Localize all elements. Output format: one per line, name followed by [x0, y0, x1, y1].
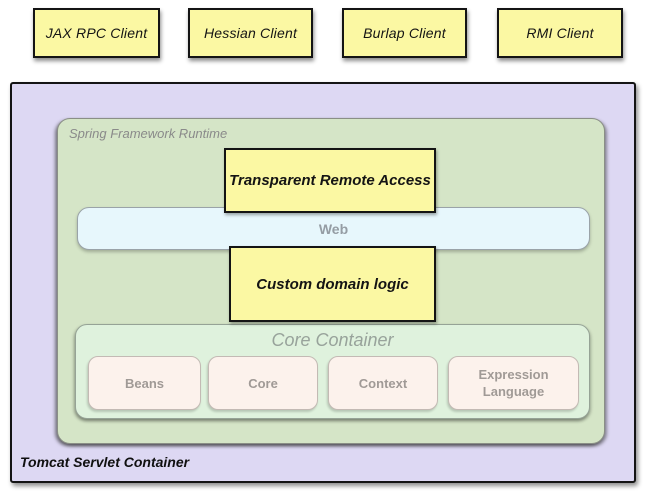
module-beans: Beans [88, 356, 201, 410]
client-label: RMI Client [526, 25, 593, 41]
client-box-burlap: Burlap Client [342, 8, 467, 58]
module-label: Core [248, 375, 278, 392]
module-label: Context [359, 375, 407, 392]
core-container: Core Container Beans Core Context Expres… [75, 324, 590, 419]
client-box-hessian: Hessian Client [188, 8, 313, 58]
tomcat-container-label: Tomcat Servlet Container [20, 454, 189, 470]
module-expression-language: Expression Language [448, 356, 579, 410]
module-label: Expression Language [459, 366, 568, 400]
module-core: Core [208, 356, 318, 410]
tomcat-servlet-container: Spring Framework Runtime Web Transparent… [10, 82, 636, 483]
spring-runtime-label: Spring Framework Runtime [69, 126, 227, 141]
client-box-rmi: RMI Client [497, 8, 623, 58]
transparent-remote-access-block: Transparent Remote Access [224, 148, 436, 213]
client-label: Burlap Client [363, 25, 446, 41]
client-label: JAX RPC Client [46, 25, 148, 41]
remote-access-label: Transparent Remote Access [229, 172, 431, 189]
web-label: Web [319, 221, 348, 237]
client-label: Hessian Client [204, 25, 297, 41]
client-box-jax-rpc: JAX RPC Client [33, 8, 160, 58]
module-label: Beans [125, 375, 164, 392]
domain-logic-label: Custom domain logic [256, 276, 409, 293]
custom-domain-logic-block: Custom domain logic [229, 246, 436, 322]
web-layer: Web [77, 207, 590, 250]
core-container-label: Core Container [76, 330, 589, 351]
module-context: Context [328, 356, 438, 410]
